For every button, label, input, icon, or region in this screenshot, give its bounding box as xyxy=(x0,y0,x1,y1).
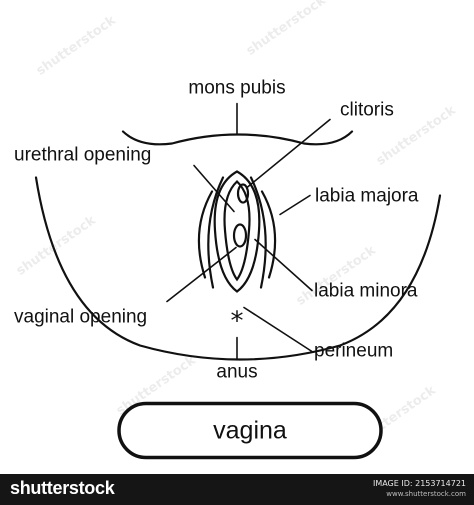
labia-majora-left xyxy=(197,190,214,279)
label-clitoris: clitoris xyxy=(340,100,394,121)
label-anus: anus xyxy=(216,362,257,383)
label-perineum: perineum xyxy=(314,341,393,362)
leader-perineum xyxy=(243,306,313,353)
leader-labia-minora xyxy=(254,238,313,292)
watermark-text: shutterstock xyxy=(244,0,329,59)
leader-urethral-opening xyxy=(193,164,235,213)
label-urethral-opening: urethral opening xyxy=(14,145,151,166)
clitoris-shape xyxy=(236,183,250,204)
labia-minora xyxy=(213,170,261,293)
title-pill xyxy=(117,401,383,460)
image-id-text: IMAGE ID: 2153714721 xyxy=(372,479,466,488)
leader-vaginal-opening xyxy=(166,246,237,303)
label-labia-majora: labia majora xyxy=(315,186,419,207)
footer-bar: shutterstock IMAGE ID: 2153714721 www.sh… xyxy=(0,474,474,505)
site-url-text: www.shutterstock.com xyxy=(386,490,466,498)
title-text: vagina xyxy=(213,417,287,445)
labia-majora-left-inner xyxy=(207,176,225,289)
labia-majora-right-inner xyxy=(249,176,267,289)
label-mons-pubis: mons pubis xyxy=(188,78,285,99)
vaginal-opening-shape xyxy=(232,223,248,248)
brand-logo: shutterstock xyxy=(10,478,115,498)
label-vaginal-opening: vaginal opening xyxy=(14,307,147,328)
watermark-text: shutterstock xyxy=(34,13,119,79)
body-outline xyxy=(34,176,442,361)
anus-mark: * xyxy=(231,307,244,337)
watermark-text: shutterstock xyxy=(14,213,99,279)
leader-clitoris xyxy=(246,118,331,189)
label-labia-minora: labia minora xyxy=(314,281,418,302)
labia-majora-right xyxy=(260,190,277,279)
labia-minora-inner xyxy=(223,179,251,282)
mons-pubis-contour xyxy=(121,130,354,146)
leader-labia-majora xyxy=(279,194,311,216)
